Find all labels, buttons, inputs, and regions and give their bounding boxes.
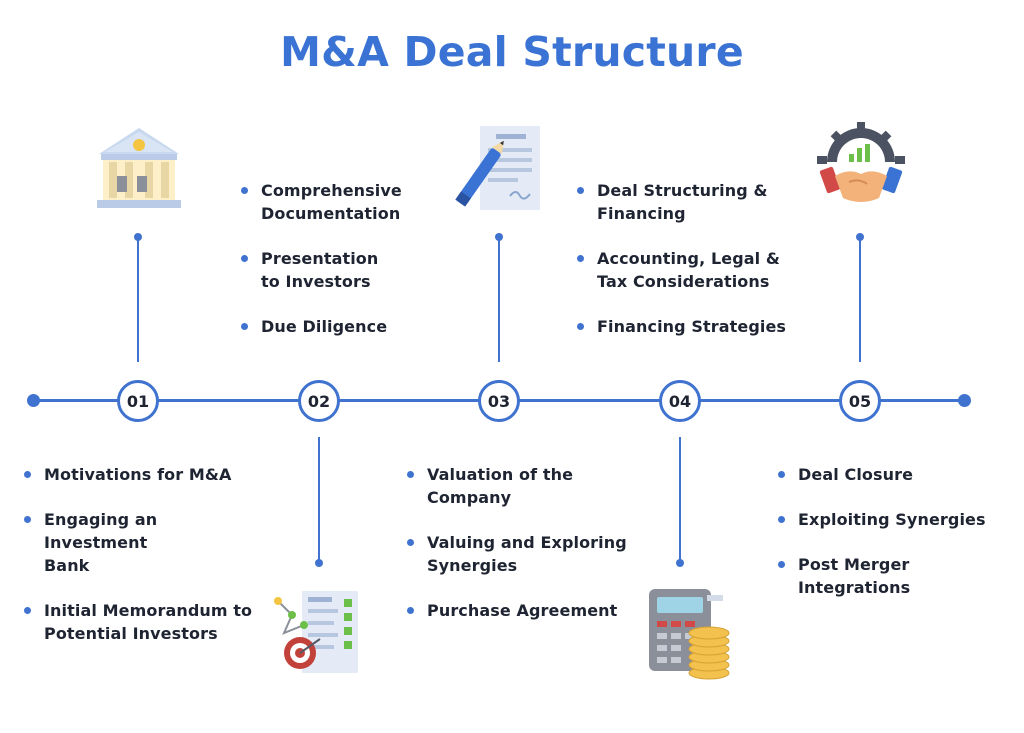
step-04-bullets: Deal Structuring & Financing Accounting,… — [577, 179, 792, 360]
bullet-item: Valuing and Exploring Synergies — [407, 531, 637, 577]
step-05-bullets: Deal Closure Exploiting Synergies Post M… — [778, 463, 998, 621]
step-02-bullets: Comprehensive Documentation Presentation… — [241, 179, 431, 360]
stem-dot-02 — [315, 559, 323, 567]
bullet-item: Presentation to Investors — [241, 247, 401, 293]
timeline-start-dot — [27, 394, 40, 407]
step-node-01: 01 — [117, 380, 159, 422]
checklist-target-icon — [270, 587, 362, 681]
bullet-item: Deal Structuring & Financing — [577, 179, 772, 225]
stem-dot-05 — [856, 233, 864, 241]
bullet-item: Motivations for M&A — [24, 463, 274, 486]
stem-01 — [137, 237, 139, 362]
step-node-02: 02 — [298, 380, 340, 422]
bullet-item: Exploiting Synergies — [778, 508, 998, 531]
stem-dot-04 — [676, 559, 684, 567]
bullet-item: Deal Closure — [778, 463, 998, 486]
timeline-end-dot — [958, 394, 971, 407]
bullet-item: Initial Memorandum to Potential Investor… — [24, 599, 272, 645]
stem-02 — [318, 437, 320, 563]
stem-dot-03 — [495, 233, 503, 241]
bullet-item: Due Diligence — [241, 315, 431, 338]
stem-04 — [679, 437, 681, 563]
bullet-item: Post Merger Integrations — [778, 553, 948, 599]
handshake-gear-icon — [815, 122, 907, 218]
calculator-coins-icon — [647, 585, 735, 685]
bullet-item: Accounting, Legal & Tax Considerations — [577, 247, 787, 293]
step-node-04: 04 — [659, 380, 701, 422]
bank-building-icon — [95, 124, 183, 216]
bullet-item: Engaging an Investment Bank — [24, 508, 194, 577]
stem-03 — [498, 237, 500, 362]
bullet-item: Valuation of the Company — [407, 463, 595, 509]
bullet-item: Comprehensive Documentation — [241, 179, 431, 225]
step-01-bullets: Motivations for M&A Engaging an Investme… — [24, 463, 274, 667]
step-node-03: 03 — [478, 380, 520, 422]
step-node-05: 05 — [839, 380, 881, 422]
stem-05 — [859, 237, 861, 362]
document-pen-icon — [452, 122, 544, 218]
bullet-item: Purchase Agreement — [407, 599, 637, 622]
stem-dot-01 — [134, 233, 142, 241]
step-03-bullets: Valuation of the Company Valuing and Exp… — [407, 463, 637, 644]
page-title: M&A Deal Structure — [280, 28, 744, 76]
bullet-item: Financing Strategies — [577, 315, 792, 338]
